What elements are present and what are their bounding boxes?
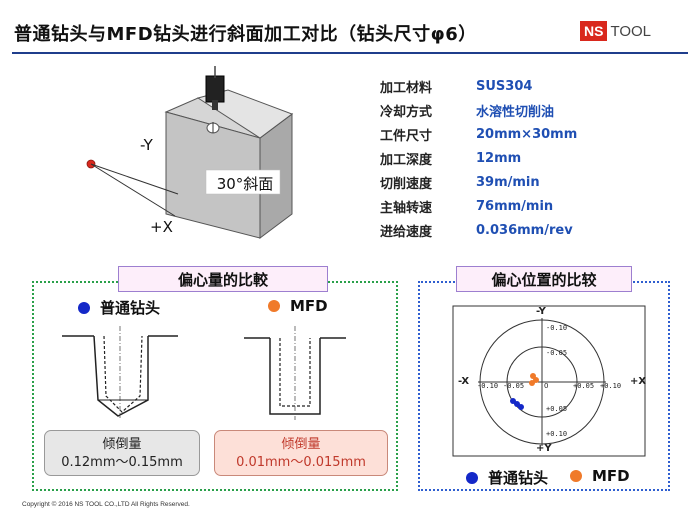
spec-row: 冷却方式 水溶性切削油 bbox=[380, 98, 577, 122]
plot-legend-dot-normal bbox=[466, 471, 478, 484]
mfd-hole-diagram bbox=[244, 326, 346, 420]
tilted-drill-profile bbox=[103, 335, 143, 413]
hole-wall-left bbox=[93, 335, 149, 417]
eccentricity-panel-title: 偏心量的比較 bbox=[118, 266, 328, 292]
spec-value: 76mm/min bbox=[476, 198, 554, 214]
tick-x-neg-outer: -0.10 bbox=[477, 382, 499, 390]
axis-label-pos-x: +X bbox=[150, 218, 173, 236]
plot-legend-label-normal: 普通钻头 bbox=[488, 469, 549, 487]
plot-label-pos-y: +Y bbox=[536, 443, 552, 454]
copyright-notice: Copyright © 2016 NS TOOL CO.,LTD All Rig… bbox=[22, 501, 190, 508]
tick-y-pos-outer: +0.10 bbox=[546, 430, 568, 438]
specs-table: 加工材料 SUS304 冷却方式 水溶性切削油 工件尺寸 20mm×30mm 加工深度… bbox=[380, 74, 577, 242]
plot-legend-mfd: MFD bbox=[570, 467, 630, 485]
spec-label: 切削速度 bbox=[380, 176, 433, 192]
eccentric-position-plot bbox=[452, 305, 646, 457]
plot-legend-normal: 普通钻头 bbox=[466, 467, 548, 488]
page-title: 普通钻头与MFD钻头进行斜面加工对比（钻头尺寸φ6） bbox=[14, 24, 477, 45]
tick-y-neg-inner: -0.05 bbox=[546, 349, 568, 357]
legend-label-mfd: MFD bbox=[290, 297, 328, 315]
spec-row: 加工深度 12mm bbox=[380, 146, 577, 170]
spec-row: 加工材料 SUS304 bbox=[380, 74, 577, 98]
tick-x-pos-outer: +0.10 bbox=[600, 382, 622, 390]
workpiece-diagram bbox=[86, 66, 294, 239]
spec-value: 水溶性切削油 bbox=[476, 104, 555, 120]
plot-origin-label: 0 bbox=[544, 382, 549, 390]
legend-mfd: MFD bbox=[268, 297, 328, 315]
mfd-tilt-label: 倾倒量 bbox=[281, 437, 321, 452]
mfd-point bbox=[529, 380, 535, 386]
drill-tip bbox=[212, 100, 218, 110]
spec-row: 工件尺寸 20mm×30mm bbox=[380, 122, 577, 146]
eccentric-position-panel-title: 偏心位置的比较 bbox=[456, 266, 632, 292]
legend-normal-drill: 普通钻头 bbox=[78, 297, 160, 318]
logo-text: TOOL bbox=[610, 22, 652, 40]
ns-tool-logo: NS TOOL bbox=[580, 20, 651, 42]
spec-label: 进给速度 bbox=[380, 224, 433, 240]
tick-y-pos-inner: +0.05 bbox=[546, 405, 568, 413]
tick-x-neg-inner: -0.05 bbox=[503, 382, 525, 390]
plot-label-pos-x: +X bbox=[630, 376, 647, 387]
normal-drill-hole-diagram bbox=[62, 326, 178, 418]
spec-row: 切削速度 39m/min bbox=[380, 170, 577, 194]
spec-value: SUS304 bbox=[476, 78, 533, 94]
normal-point bbox=[518, 404, 524, 410]
spec-label: 主轴转速 bbox=[380, 200, 433, 216]
spec-value: 39m/min bbox=[476, 174, 540, 190]
normal-tilt-value: 0.12mm～0.15mm bbox=[61, 455, 183, 470]
plot-legend-label-mfd: MFD bbox=[592, 467, 630, 485]
axis-line-x bbox=[90, 163, 176, 217]
spec-row: 主轴转速 76mm/min bbox=[380, 194, 577, 218]
title-underline bbox=[12, 52, 688, 54]
mfd-tilt-box: 倾倒量 0.01mm～0.015mm bbox=[214, 430, 388, 476]
spec-label: 冷却方式 bbox=[380, 104, 433, 120]
axis-label-neg-y: -Y bbox=[140, 136, 153, 154]
spec-label: 加工深度 bbox=[380, 152, 433, 168]
plot-label-neg-x: -X bbox=[458, 376, 470, 387]
spec-row: 进给速度 0.036mm/rev bbox=[380, 218, 577, 242]
slope-label: 30°斜面 bbox=[216, 175, 274, 193]
plot-frame bbox=[452, 305, 646, 457]
axis-line-y bbox=[90, 163, 179, 195]
spec-value: 0.036mm/rev bbox=[476, 222, 573, 238]
spec-value: 20mm×30mm bbox=[476, 126, 578, 142]
tick-y-neg-outer: -0.10 bbox=[546, 324, 568, 332]
spec-label: 加工材料 bbox=[380, 80, 433, 96]
mfd-tilt-value: 0.01mm～0.015mm bbox=[236, 455, 366, 470]
plot-legend-dot-mfd bbox=[570, 470, 582, 482]
normal-tilt-label: 倾倒量 bbox=[102, 437, 142, 452]
normal-tilt-box: 倾倒量 0.12mm～0.15mm bbox=[44, 430, 200, 476]
spec-label: 工件尺寸 bbox=[380, 128, 433, 144]
slope-label-box bbox=[205, 169, 281, 195]
drill-holder bbox=[205, 75, 225, 103]
plot-label-neg-y: -Y bbox=[536, 306, 546, 317]
legend-dot-mfd bbox=[268, 300, 280, 312]
tick-x-pos-inner: +0.05 bbox=[573, 382, 595, 390]
legend-label-normal: 普通钻头 bbox=[100, 299, 161, 317]
mfd-hole-wall bbox=[269, 338, 321, 415]
spec-value: 12mm bbox=[476, 150, 522, 166]
logo-mark: NS bbox=[580, 21, 608, 41]
legend-dot-normal bbox=[78, 301, 90, 314]
